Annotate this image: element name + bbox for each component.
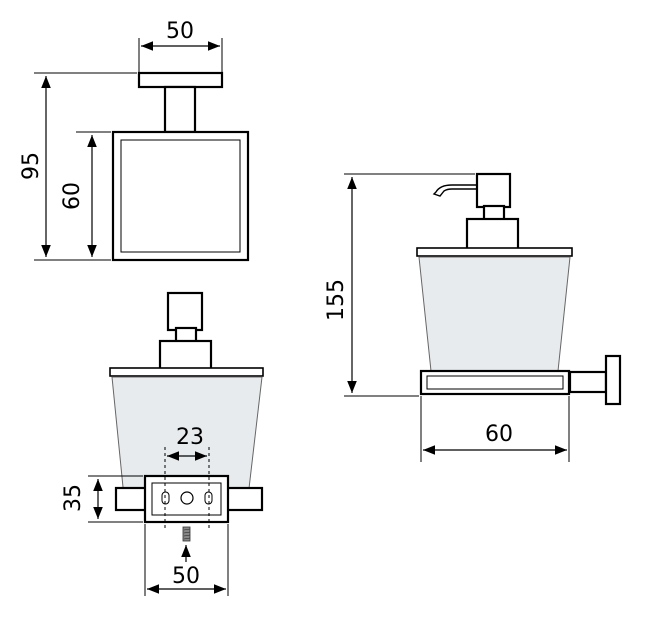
top-frame-outer	[111, 130, 250, 262]
top-frame-inner	[120, 139, 241, 253]
dim-label-plate-height: 35	[61, 484, 86, 512]
front-mount-plate-inner	[151, 482, 222, 516]
dim-label-hole-spacing: 23	[176, 425, 204, 450]
front-center-hole	[180, 491, 194, 505]
side-wall-plate	[604, 354, 622, 406]
side-holder-arm-inner	[426, 375, 564, 390]
dim-label-plate-width: 50	[172, 564, 200, 589]
side-pump-head	[475, 172, 512, 209]
side-pump-spout	[432, 184, 478, 197]
top-view: 50 95 60	[19, 19, 250, 262]
side-pump-stem	[482, 204, 506, 222]
side-pump-base	[465, 217, 520, 251]
side-view: 155 60	[324, 172, 622, 462]
top-mount-plate	[137, 71, 224, 89]
dim-label-top-width: 50	[166, 19, 194, 44]
side-holder-arm	[419, 369, 571, 396]
front-holder-arm-left	[114, 486, 150, 512]
dim-label-top-frame-height: 60	[60, 182, 85, 210]
dim-label-side-total-height: 155	[324, 279, 349, 321]
screw-icon	[182, 526, 191, 542]
front-holder-arm-right	[224, 486, 264, 512]
front-pump-base	[158, 339, 213, 371]
dim-label-top-total-height: 95	[19, 152, 44, 180]
side-lid	[416, 247, 573, 257]
front-pump-stem	[174, 326, 198, 344]
front-lid	[109, 367, 264, 377]
front-view: 23 35 50	[61, 291, 264, 596]
dim-label-side-depth: 60	[485, 422, 513, 447]
side-connector	[568, 370, 608, 394]
front-pump-head	[166, 291, 204, 332]
top-neck	[163, 85, 197, 134]
